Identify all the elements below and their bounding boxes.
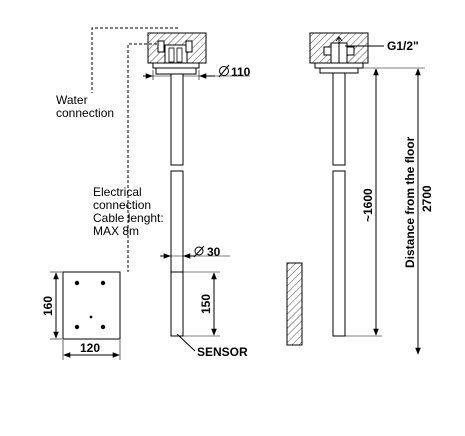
control-box — [62, 271, 121, 340]
thread-label: G1/2" — [387, 39, 419, 53]
pipe-lower-side — [332, 170, 346, 337]
dim-30: 30 — [207, 245, 221, 259]
dim-160: 160 — [41, 296, 55, 316]
electrical-connection-line — [127, 43, 157, 272]
pipe-lower — [170, 170, 184, 337]
wall-section — [286, 262, 303, 346]
floor-distance-label: Distance from the floor — [403, 136, 417, 268]
side-view: G1/2" ~1600 Distance from the floor 2700 — [286, 32, 434, 355]
water-connection-line — [91, 27, 178, 93]
dim-110: 110 — [231, 65, 251, 79]
dim-150: 150 — [199, 294, 213, 314]
water-label: Water connection — [56, 93, 114, 120]
dim-2700: 2700 — [420, 185, 434, 212]
front-view: 110 30 150 SENSOR Water connection Elec — [41, 27, 251, 360]
pipe-upper-side — [332, 72, 346, 166]
dim-1600: ~1600 — [361, 188, 375, 222]
electrical-label: Electrical connection Cable lenght: MAX … — [93, 185, 167, 238]
dim-120: 120 — [80, 341, 100, 355]
pipe-upper — [170, 73, 184, 166]
valve-body — [164, 44, 188, 64]
sensor-label: SENSOR — [197, 345, 248, 359]
ceiling-flange — [152, 62, 200, 69]
